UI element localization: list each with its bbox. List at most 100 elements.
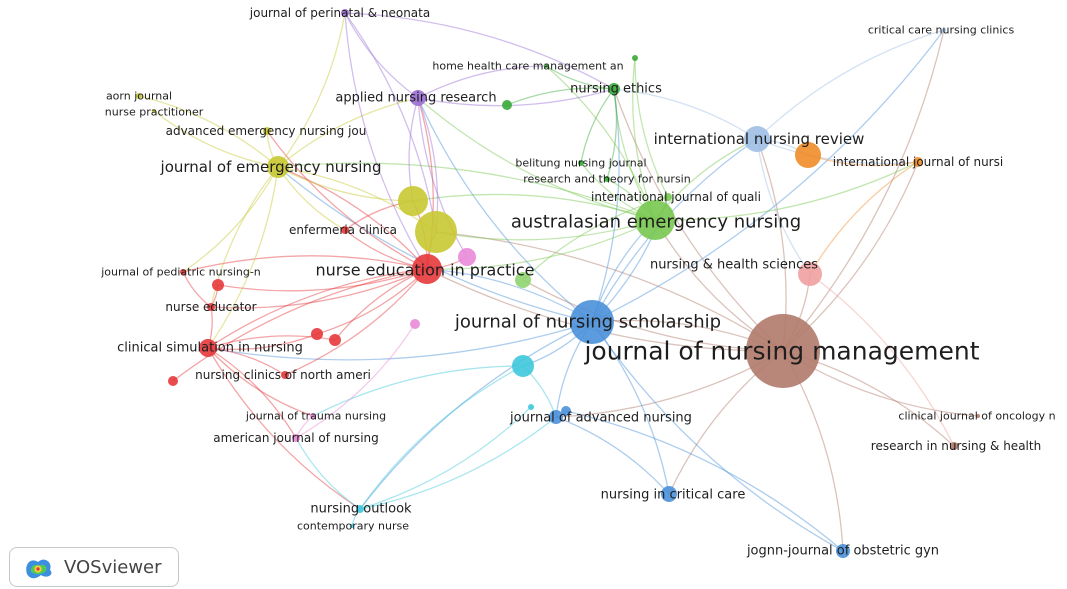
node-u1[interactable] <box>398 186 428 216</box>
node-nhs[interactable] <box>798 262 822 286</box>
node-csn[interactable] <box>199 339 217 357</box>
node-u8[interactable] <box>329 334 341 346</box>
node-jpnn[interactable] <box>341 9 349 17</box>
link-no-u3 <box>359 365 524 510</box>
label-no[interactable]: nursing outlook <box>310 502 412 517</box>
label-jnm[interactable]: journal of nursing management <box>583 337 979 366</box>
node-hhcm[interactable] <box>544 64 548 68</box>
node-ned[interactable] <box>207 303 215 311</box>
node-u11[interactable] <box>528 404 534 410</box>
node-jan[interactable] <box>549 410 563 424</box>
link-jpnn-ne <box>344 12 615 90</box>
node-rinh[interactable] <box>950 442 958 450</box>
label-ncc[interactable]: nursing in critical care <box>601 488 746 503</box>
label-jpn[interactable]: journal of pediatric nursing-n <box>100 266 261 279</box>
link-jen-csn <box>207 166 279 349</box>
node-u15[interactable] <box>632 55 638 61</box>
node-u3[interactable] <box>512 355 534 377</box>
link-anr-jpnn <box>344 12 419 99</box>
label-jan[interactable]: journal of advanced nursing <box>509 411 692 426</box>
vosviewer-logo-label: VOSviewer <box>64 556 162 578</box>
node-layer <box>136 9 980 558</box>
node-ijn[interactable] <box>913 157 923 167</box>
label-ec[interactable]: enfermeria clinica <box>289 223 397 237</box>
node-jen[interactable] <box>267 156 289 178</box>
label-jtn[interactable]: journal of trauma nursing <box>245 410 386 423</box>
link-nep-u9 <box>217 268 428 292</box>
label-anr[interactable]: applied nursing research <box>335 91 496 106</box>
label-ne[interactable]: nursing ethics <box>570 82 662 97</box>
node-u2[interactable] <box>415 211 457 253</box>
node-aorn[interactable] <box>136 93 142 99</box>
link-ajn-u12 <box>295 323 416 439</box>
label-cn[interactable]: contemporary nurse <box>297 520 409 533</box>
node-anr[interactable] <box>410 90 426 106</box>
label-rinh[interactable]: research in nursing & health <box>871 439 1041 453</box>
link-nep-ncna <box>284 268 428 376</box>
node-jogn[interactable] <box>836 544 850 558</box>
label-csn[interactable]: clinical simulation in nursing <box>117 341 303 356</box>
node-rtn[interactable] <box>604 176 610 182</box>
label-ccnc[interactable]: critical care nursing clinics <box>868 24 1015 37</box>
label-aorn[interactable]: aorn journal <box>106 90 172 103</box>
node-cjon[interactable] <box>976 414 980 418</box>
label-ijn[interactable]: international journal of nursi <box>833 155 1003 169</box>
node-aen[interactable] <box>635 200 675 240</box>
label-nhs[interactable]: nursing & health sciences <box>650 258 818 273</box>
label-jen[interactable]: journal of emergency nursing <box>160 158 382 176</box>
label-ncna[interactable]: nursing clinics of north ameri <box>195 368 371 382</box>
node-jpn[interactable] <box>180 269 186 275</box>
node-u14[interactable] <box>502 100 512 110</box>
link-aen-hhcm <box>545 65 656 221</box>
node-ajn[interactable] <box>292 434 300 442</box>
node-np[interactable] <box>152 109 156 113</box>
link-aen-ijn <box>654 161 919 221</box>
label-jpnn[interactable]: journal of perinatal & neonata <box>249 6 430 20</box>
node-u4[interactable] <box>458 248 476 266</box>
node-nep[interactable] <box>412 254 442 284</box>
node-u5[interactable] <box>515 272 531 288</box>
label-nep[interactable]: nurse education in practice <box>316 261 535 280</box>
node-u6[interactable] <box>795 142 821 168</box>
node-ccnc[interactable] <box>942 28 946 32</box>
node-no[interactable] <box>356 505 364 513</box>
label-aen[interactable]: australasian emergency nursing <box>511 212 801 233</box>
node-cn[interactable] <box>350 524 354 528</box>
link-aen-jen <box>277 162 656 221</box>
node-ec[interactable] <box>341 226 349 234</box>
node-u12[interactable] <box>410 319 420 329</box>
node-u9[interactable] <box>212 279 224 291</box>
node-ijq[interactable] <box>664 193 672 201</box>
label-np[interactable]: nurse practitioner <box>105 106 204 119</box>
label-bnj[interactable]: belitung nursing journal <box>515 157 646 170</box>
edge-layer <box>138 12 979 552</box>
node-ncc[interactable] <box>661 486 677 502</box>
node-u7[interactable] <box>311 328 323 340</box>
node-bnj[interactable] <box>578 160 584 166</box>
label-rtn[interactable]: research and theory for nursin <box>523 173 690 186</box>
label-ned[interactable]: nurse educator <box>165 300 256 314</box>
node-u10[interactable] <box>168 376 178 386</box>
link-jan-ncc <box>555 416 670 495</box>
label-ijq[interactable]: international journal of quali <box>591 190 761 204</box>
label-aenj[interactable]: advanced emergency nursing jou <box>166 124 367 138</box>
node-jtn[interactable] <box>310 413 316 419</box>
label-ajn[interactable]: american journal of nursing <box>213 431 379 445</box>
node-jnm[interactable] <box>746 314 820 388</box>
label-jns[interactable]: journal of nursing scholarship <box>454 312 721 333</box>
node-aenj[interactable] <box>263 127 271 135</box>
node-inr[interactable] <box>744 126 770 152</box>
node-jns[interactable] <box>570 300 614 344</box>
label-cjon[interactable]: clinical journal of oncology n <box>898 410 1055 423</box>
label-inr[interactable]: international nursing review <box>654 130 865 148</box>
label-layer: journal of nursing management journal of … <box>100 6 1055 559</box>
vosviewer-badge: VOSviewer <box>9 547 179 587</box>
node-u13[interactable] <box>561 406 571 416</box>
label-jogn[interactable]: jognn-journal of obstetric gyn <box>746 544 939 559</box>
link-ne-bnj <box>580 88 615 164</box>
node-ncna[interactable] <box>281 371 289 379</box>
node-ne[interactable] <box>608 83 620 95</box>
label-hhcm[interactable]: home health care management an <box>432 60 623 73</box>
